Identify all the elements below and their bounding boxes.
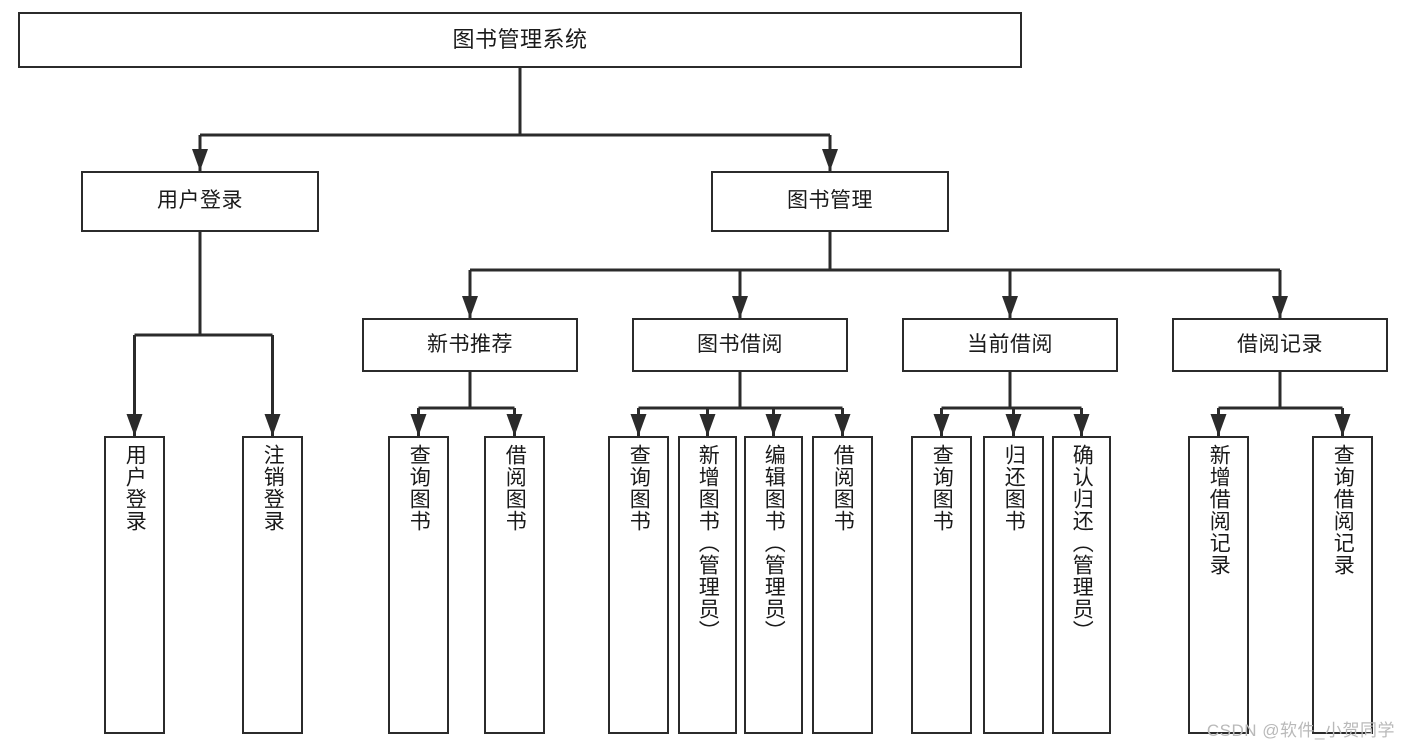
edge-arrowhead — [834, 414, 851, 436]
node-records[interactable]: 借阅记录 — [1172, 318, 1388, 372]
node-label: 查询图书 — [627, 444, 651, 532]
edge-arrowhead — [732, 296, 748, 318]
node-label: 注销登录 — [261, 444, 285, 532]
node-label: 借阅图书 — [831, 444, 855, 532]
edge-arrowhead — [933, 414, 950, 436]
node-login[interactable]: 用户登录 — [81, 171, 319, 232]
node-leaf-borrow-lend[interactable]: 借阅图书 — [812, 436, 873, 734]
edge-arrowhead — [1002, 296, 1018, 318]
node-label: 查询图书 — [930, 444, 954, 532]
edge-arrowhead — [699, 414, 716, 436]
node-label: 当前借阅 — [967, 332, 1053, 356]
node-root[interactable]: 图书管理系统 — [18, 12, 1022, 68]
edge-arrowhead — [1210, 414, 1227, 436]
node-borrow[interactable]: 图书借阅 — [632, 318, 848, 372]
node-label: 图书管理系统 — [452, 27, 588, 53]
node-label: 确认归还（管理员） — [1070, 444, 1094, 642]
edge-arrowhead — [1005, 414, 1022, 436]
node-newbook[interactable]: 新书推荐 — [362, 318, 578, 372]
edge-arrowhead — [192, 149, 208, 171]
node-leaf-records-add[interactable]: 新增借阅记录 — [1188, 436, 1249, 734]
edge-arrowhead — [410, 414, 427, 436]
node-leaf-current-query[interactable]: 查询图书 — [911, 436, 972, 734]
node-label: 借阅记录 — [1237, 332, 1323, 356]
node-leaf-borrow-query[interactable]: 查询图书 — [608, 436, 669, 734]
node-label: 图书借阅 — [697, 332, 783, 356]
node-leaf-borrow-edit[interactable]: 编辑图书（管理员） — [744, 436, 803, 734]
node-label: 归还图书 — [1002, 444, 1026, 532]
node-label: 编辑图书（管理员） — [762, 444, 786, 642]
node-label: 查询借阅记录 — [1331, 444, 1355, 576]
node-leaf-borrow-add[interactable]: 新增图书（管理员） — [678, 436, 737, 734]
node-leaf-newbook-borrow[interactable]: 借阅图书 — [484, 436, 545, 734]
edge-arrowhead — [506, 414, 523, 436]
edge-arrowhead — [126, 414, 143, 436]
node-label: 新增图书（管理员） — [696, 444, 720, 642]
node-label: 借阅图书 — [503, 444, 527, 532]
node-label: 新增借阅记录 — [1207, 444, 1231, 576]
edge-arrowhead — [1073, 414, 1090, 436]
node-leaf-records-query[interactable]: 查询借阅记录 — [1312, 436, 1373, 734]
node-leaf-current-return[interactable]: 归还图书 — [983, 436, 1044, 734]
edge-arrowhead — [1272, 296, 1288, 318]
node-label: 查询图书 — [407, 444, 431, 532]
node-leaf-user-logout[interactable]: 注销登录 — [242, 436, 303, 734]
node-current[interactable]: 当前借阅 — [902, 318, 1118, 372]
node-label: 图书管理 — [787, 189, 873, 213]
watermark: CSDN @软件_小贺同学 — [1206, 721, 1395, 740]
edge-arrowhead — [765, 414, 782, 436]
node-label: 新书推荐 — [427, 332, 513, 356]
node-leaf-newbook-query[interactable]: 查询图书 — [388, 436, 449, 734]
node-label: 用户登录 — [123, 444, 147, 532]
node-leaf-current-confirm[interactable]: 确认归还（管理员） — [1052, 436, 1111, 734]
node-leaf-user-login[interactable]: 用户登录 — [104, 436, 165, 734]
edge-arrowhead — [462, 296, 478, 318]
edge-arrowhead — [1334, 414, 1351, 436]
edge-arrowhead — [630, 414, 647, 436]
edge-arrowhead — [822, 149, 838, 171]
node-label: 用户登录 — [157, 189, 243, 213]
edge-arrowhead — [264, 414, 281, 436]
node-bookmgmt[interactable]: 图书管理 — [711, 171, 949, 232]
